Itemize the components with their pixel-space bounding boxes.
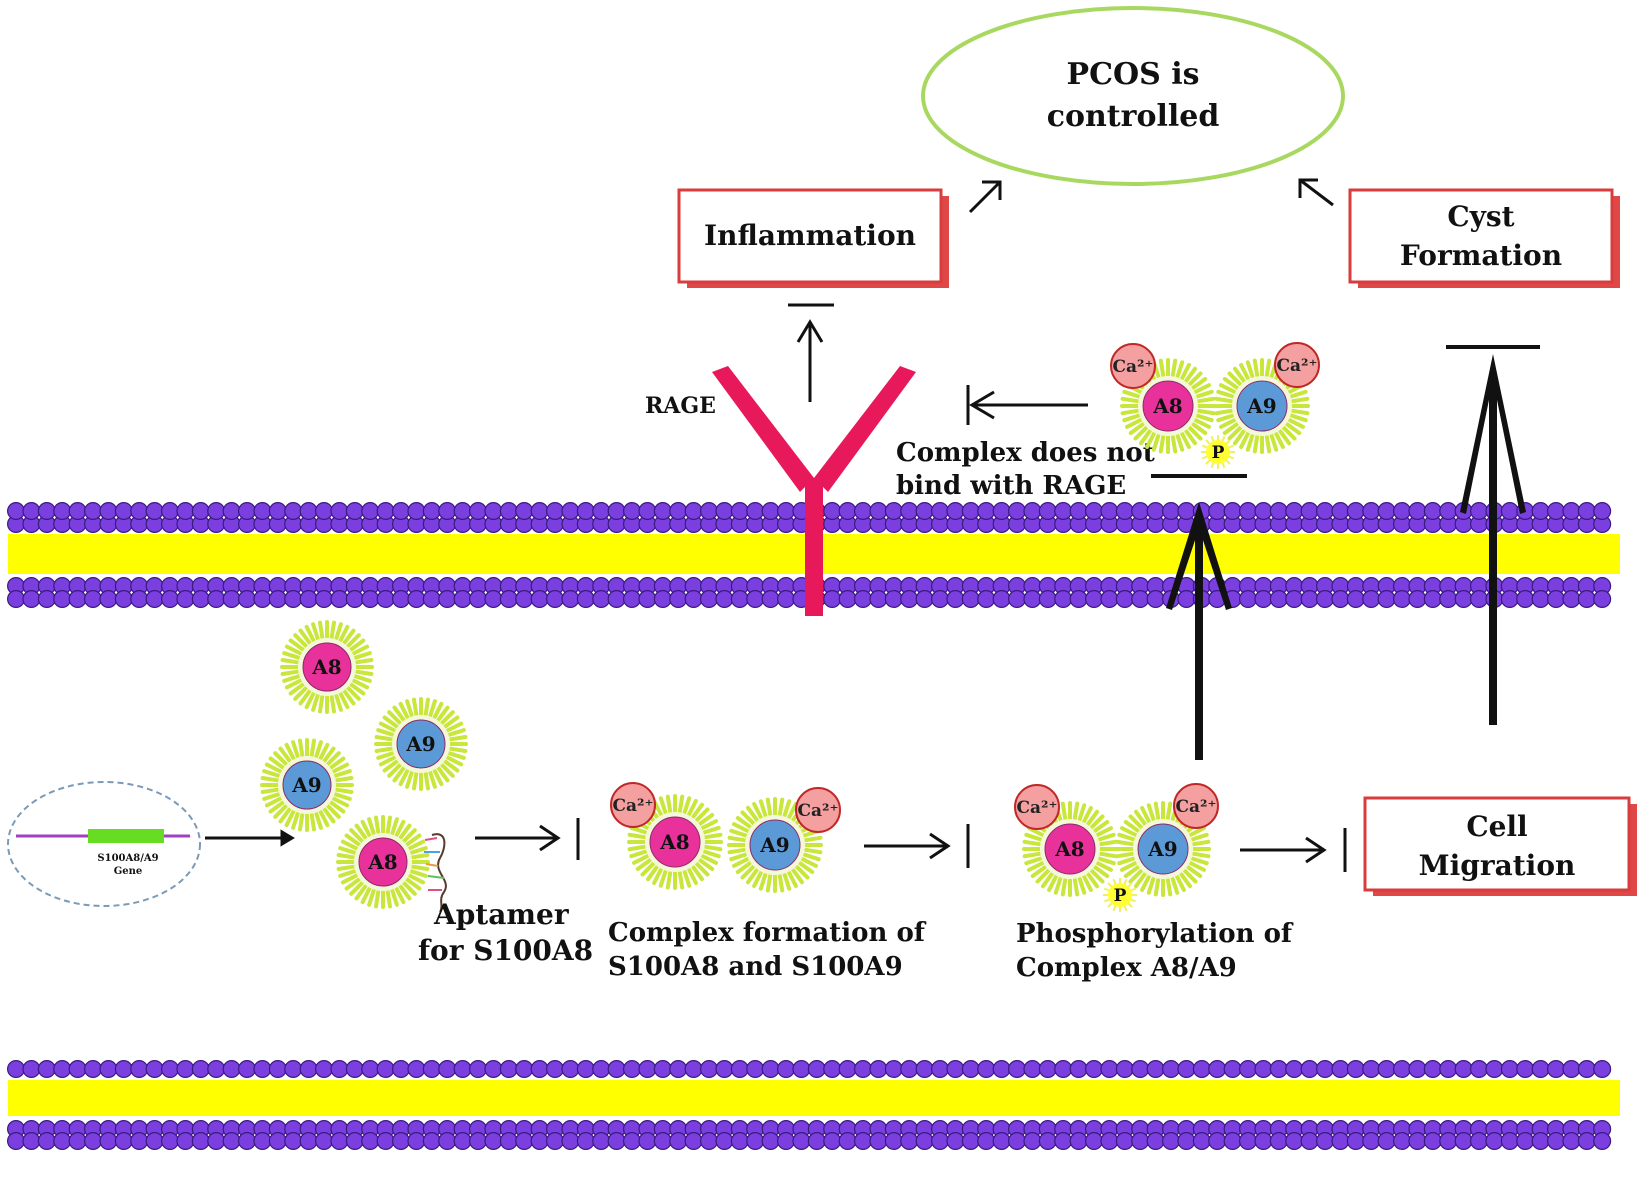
a9-protein: A9 xyxy=(374,697,468,791)
cell-migration-box: Cell Migration xyxy=(1363,796,1637,896)
protein-halo xyxy=(260,738,354,832)
a8-protein-label: A8 xyxy=(1054,837,1084,861)
cell-membrane-bottom xyxy=(7,1059,1620,1150)
a9-protein-label: A9 xyxy=(759,833,789,857)
inflammation-label: Inflammation xyxy=(704,219,916,252)
arrow-cyst-to-outcome xyxy=(1298,178,1334,207)
aptamer-line2: for S100A8 xyxy=(418,934,593,967)
outcome-line2: controlled xyxy=(1047,99,1220,134)
protein-halo xyxy=(1120,358,1216,454)
a8-protein-label: A8 xyxy=(367,850,397,874)
calcium-label: Ca²⁺ xyxy=(1017,798,1058,818)
a8-protein: A8 xyxy=(280,620,374,714)
arrow-migration-upward-inhibited xyxy=(1446,345,1540,725)
migration-line2: Migration xyxy=(1419,849,1576,882)
calcium-label: Ca²⁺ xyxy=(798,801,839,821)
lipid-head-row xyxy=(7,1131,1612,1150)
cyst-line1: Cyst xyxy=(1447,200,1514,233)
complex-line1: Complex formation of xyxy=(608,918,927,948)
a9-protein-label: A9 xyxy=(1246,394,1276,418)
calcium-label: Ca²⁺ xyxy=(1176,797,1217,817)
arrow-gene-to-proteins xyxy=(205,829,295,847)
rage-label: RAGE xyxy=(645,393,716,419)
no-bind-line1: Complex does not xyxy=(896,438,1155,468)
arrow-phosphorylation-upward-inhibited xyxy=(1151,474,1247,760)
calcium-label: Ca²⁺ xyxy=(1277,356,1318,376)
calcium-ion: Ca²⁺ xyxy=(795,787,841,833)
inflammation-box: Inflammation xyxy=(677,188,949,288)
calcium-ion: Ca²⁺ xyxy=(1173,783,1219,829)
complex-line2: S100A8 and S100A9 xyxy=(608,952,903,982)
arrow-phospho-to-migration-block xyxy=(1240,828,1347,872)
arrow-inflammation-to-outcome xyxy=(968,180,1002,214)
a9-protein: A9 xyxy=(727,797,823,893)
cyst-line2: Formation xyxy=(1400,239,1562,272)
aptamer-strand xyxy=(424,833,447,913)
gene-line2: Gene xyxy=(114,866,143,877)
calcium-ion: Ca²⁺ xyxy=(1274,342,1320,388)
lipid-head-row xyxy=(7,589,1612,608)
cyst-formation-box: Cyst Formation xyxy=(1348,188,1620,288)
phospho-line1: Phosphorylation of xyxy=(1016,919,1294,949)
protein-halo xyxy=(374,697,468,791)
arrow-complex-to-phospho-block xyxy=(864,824,970,868)
lipid-head-row xyxy=(7,514,1612,533)
phosphate-label: P xyxy=(1212,443,1225,463)
phospho-line2: Complex A8/A9 xyxy=(1016,953,1237,983)
a8-protein: A8 xyxy=(336,815,430,909)
arrow-rage-to-inflammation-inhibited xyxy=(788,303,834,402)
lipid-head-row xyxy=(7,1059,1612,1078)
a9-protein-label: A9 xyxy=(1147,837,1177,861)
s100a8-a9-gene: S100A8/A9 Gene xyxy=(7,781,201,907)
complex-a8-a9: A8 A9 Ca²⁺ Ca²⁺ xyxy=(610,782,841,893)
a9-protein-label: A9 xyxy=(291,773,321,797)
protein-halo xyxy=(280,620,374,714)
gene-line1: S100A8/A9 xyxy=(97,853,158,864)
a8-protein-label: A8 xyxy=(1152,394,1182,418)
phosphate-label: P xyxy=(1114,886,1127,906)
calcium-ion: Ca²⁺ xyxy=(1014,784,1060,830)
rage-receptor: RAGE xyxy=(645,366,916,616)
pcos-controlled-outcome: PCOS is controlled xyxy=(921,6,1345,186)
a8-protein-label: A8 xyxy=(659,830,689,854)
calcium-ion: Ca²⁺ xyxy=(610,782,656,828)
calcium-label: Ca²⁺ xyxy=(1113,357,1154,377)
calcium-label: Ca²⁺ xyxy=(613,796,654,816)
aptamer-line1: Aptamer xyxy=(433,898,570,931)
a9-protein: A9 xyxy=(1214,358,1310,454)
protein-halo xyxy=(336,815,430,909)
calcium-ion: Ca²⁺ xyxy=(1110,343,1156,389)
a8-protein-label: A8 xyxy=(311,655,341,679)
a9-protein: A9 xyxy=(260,738,354,832)
phosphate-group: P xyxy=(1201,435,1235,469)
a8-protein: A8 xyxy=(1022,801,1118,897)
a8-protein: A8 xyxy=(1120,358,1216,454)
phosphorylated-complex-a8-a9: A8 A9 Ca²⁺ Ca²⁺ P xyxy=(1014,783,1219,912)
a9-protein-label: A9 xyxy=(405,732,435,756)
outcome-line1: PCOS is xyxy=(1067,57,1200,92)
cell-membrane-top xyxy=(7,502,1620,608)
no-bind-line2: bind with RAGE xyxy=(896,471,1126,501)
arrow-complex-to-rage-inhibited xyxy=(966,385,1088,425)
migration-line1: Cell xyxy=(1466,810,1527,843)
a8-protein: A8 xyxy=(627,794,723,890)
phosphate-group: P xyxy=(1103,878,1137,912)
arrow-aptamer-block xyxy=(475,818,580,860)
